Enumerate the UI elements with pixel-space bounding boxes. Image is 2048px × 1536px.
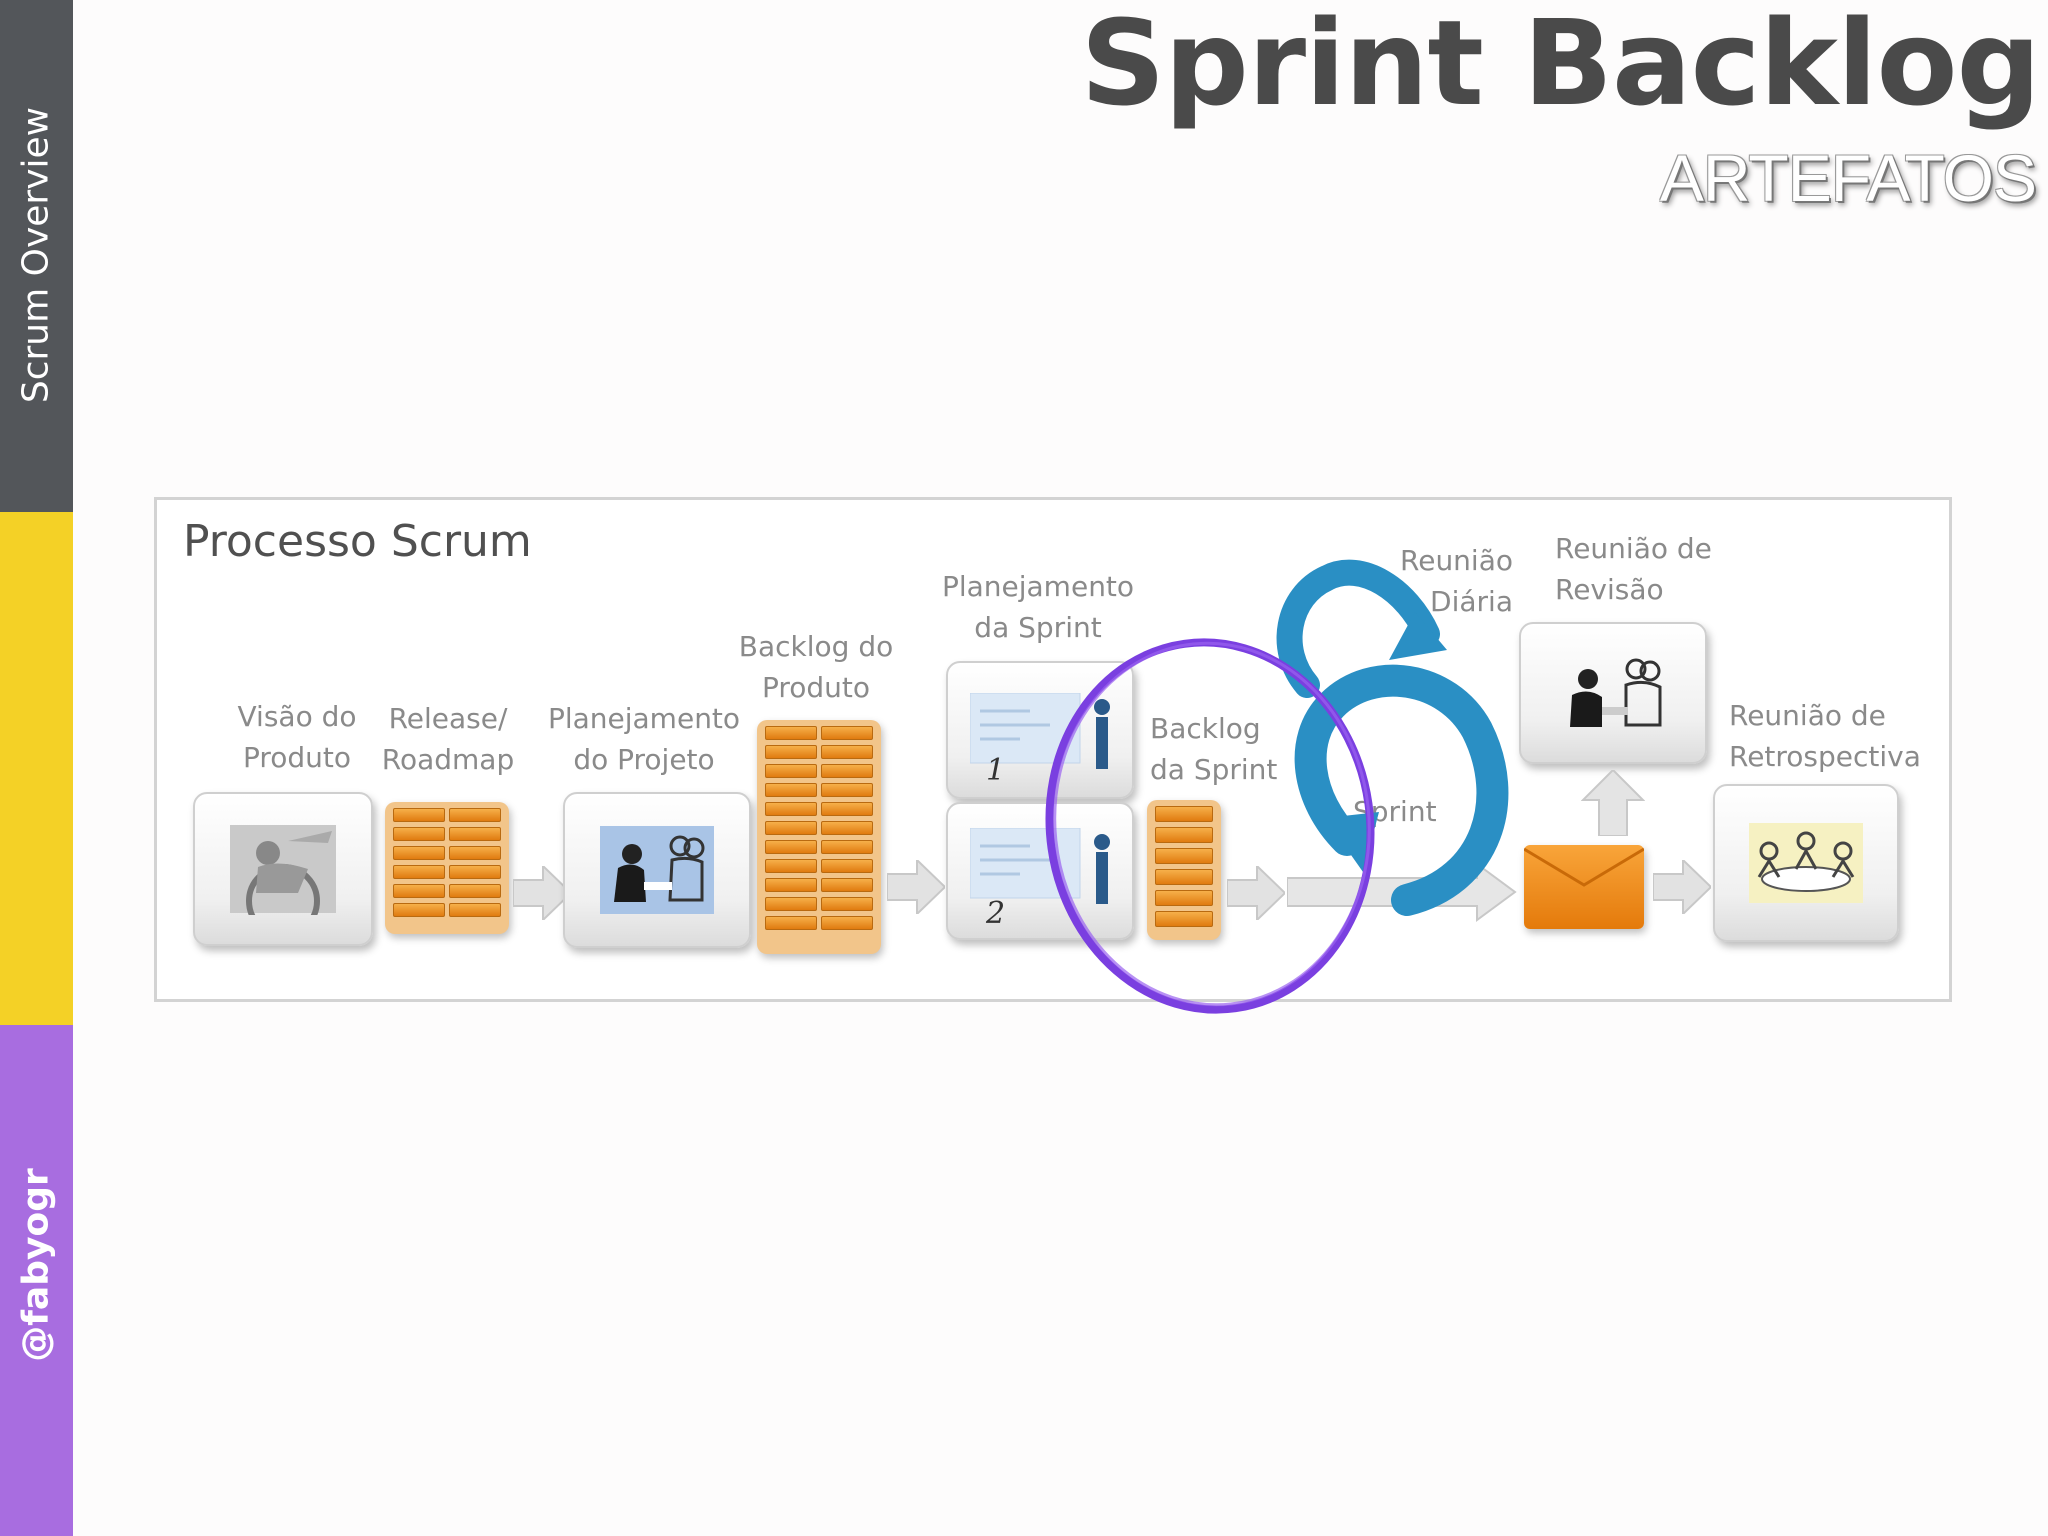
retrospective-meeting-icon	[1749, 823, 1863, 903]
label-release-roadmap: Release/ Roadmap	[381, 702, 515, 776]
sidebar-segment-yellow	[0, 512, 73, 1025]
plan-step-number: 1	[986, 753, 1006, 788]
planning-meeting-icon	[600, 826, 714, 914]
author-handle: @fabyogr	[15, 1168, 57, 1362]
scrum-process-diagram: Processo Scrum Visão do Produto Release/…	[154, 497, 1952, 1002]
label-sprint: Sprint	[1353, 795, 1437, 828]
flow-arrow-icon	[887, 860, 945, 914]
label-reuniao-revisao: Reunião de Revisão	[1555, 532, 1712, 606]
slide-title: Sprint Backlog	[1080, 0, 2041, 132]
slide-subtitle: ARTEFATOS	[1659, 141, 2037, 215]
label-reuniao-diaria: Reunião Diária	[1400, 544, 1513, 618]
sprint-backlog-stack	[1147, 800, 1221, 940]
product-backlog-stack	[757, 720, 881, 954]
label-backlog-produto: Backlog do Produto	[738, 630, 894, 704]
plan-step-number: 2	[986, 896, 1006, 931]
flow-arrow-icon	[1227, 866, 1285, 920]
label-planejamento-sprint: Planejamento da Sprint	[941, 570, 1135, 644]
revisao-box	[1519, 622, 1707, 764]
review-meeting-icon	[1570, 658, 1662, 727]
label-backlog-sprint: Backlog da Sprint	[1150, 712, 1278, 786]
up-arrow-icon	[1581, 770, 1645, 836]
sidebar-segment-gray	[0, 0, 73, 512]
retrospectiva-box	[1713, 784, 1899, 942]
planejamento-projeto-box	[563, 792, 751, 948]
release-backlog-stack	[385, 802, 509, 934]
sidebar: Scrum Overview @fabyogr	[0, 0, 73, 1536]
sidebar-segment-purple	[0, 1025, 73, 1536]
label-reuniao-retrospectiva: Reunião de Retrospectiva	[1729, 699, 1921, 773]
sprint-planning-part-1: 1	[946, 661, 1134, 799]
label-planejamento-projeto: Planejamento do Projeto	[547, 702, 741, 776]
section-label: Scrum Overview	[15, 106, 57, 404]
ship-wheel-icon	[230, 825, 336, 915]
increment-envelope-icon	[1524, 845, 1644, 929]
flow-arrow-icon	[513, 866, 571, 920]
flow-arrow-icon	[1653, 860, 1711, 914]
sprint-planning-part-2: 2	[946, 802, 1134, 940]
sprint-track-arrow	[1287, 862, 1517, 922]
diagram-title: Processo Scrum	[183, 516, 532, 567]
visao-produto-box	[193, 792, 373, 946]
label-visao-produto: Visão do Produto	[237, 700, 357, 774]
